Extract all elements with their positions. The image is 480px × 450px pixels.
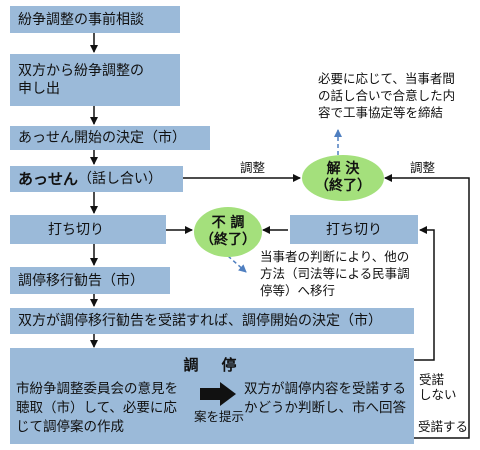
chotei-left-text: 市紛争調整委員会の意見を聴取（市）して、必要に応じて調停案の作成 xyxy=(16,381,178,435)
step-mediation: あっせん （話し合い） xyxy=(10,166,183,192)
step-cutoff-left: 打ち切り xyxy=(10,215,166,244)
step-mediation-decision: あっせん開始の決定（市） xyxy=(10,126,210,150)
not-accept-label: 受諾 しない xyxy=(419,372,457,402)
adjust-label-left: 調整 xyxy=(240,160,266,175)
step-application: 双方から紛争調整の 申し出 xyxy=(10,54,180,106)
step-mediation-decision-label: あっせん開始の決定（市） xyxy=(18,130,186,146)
transfer-note: 当事者の判断により、他の 方法（司法等による民事調 停等）へ移行 xyxy=(260,249,410,298)
step-cutoff-left-label: 打ち切り xyxy=(48,221,104,238)
resolved-ellipse: 解 決 （終了） xyxy=(302,155,384,201)
step-recommend-label: 調停移行勧告（市） xyxy=(18,272,144,289)
chotei-right-text: 双方が調停内容を受諾するかどうか判断し、市へ回答 xyxy=(244,381,406,416)
resolved-line2: （終了） xyxy=(315,178,371,194)
chotei-title: 調 停 xyxy=(183,356,241,374)
step-prior-consult-label: 紛争調整の事前相談 xyxy=(18,11,144,28)
step-recommend: 調停移行勧告（市） xyxy=(10,267,170,294)
dashed-arrow-to-transfer xyxy=(227,255,247,273)
step-cutoff-right: 打ち切り xyxy=(290,215,418,244)
step-mediation-bold: あっせん xyxy=(18,170,79,188)
step-prior-consult: 紛争調整の事前相談 xyxy=(10,6,180,33)
agreement-note: 必要に応じて、当事者間 の話し合いで合意した内 容で工事協定等を締結 xyxy=(318,71,456,120)
unresolved-line1: 不 調 xyxy=(211,215,245,231)
chotei-present-label: 案を提示 xyxy=(193,409,244,424)
chotei-box: 調 停 市紛争調整委員会の意見を聴取（市）して、必要に応じて調停案の作成 案を提… xyxy=(10,348,414,444)
unresolved-line2: （終了） xyxy=(200,232,256,248)
accept-label: 受諾する xyxy=(418,419,469,434)
step-cutoff-right-label: 打ち切り xyxy=(326,221,382,238)
right-arrow-icon xyxy=(200,382,236,406)
step-application-label: 双方から紛争調整の 申し出 xyxy=(18,63,144,97)
step-mediation-rest: （話し合い） xyxy=(78,171,163,187)
resolved-line1: 解 決 xyxy=(326,161,360,177)
step-accept-decision: 双方が調停移行勧告を受諾すれば、調停開始の決定（市） xyxy=(10,308,414,334)
step-accept-decision-label: 双方が調停移行勧告を受諾すれば、調停開始の決定（市） xyxy=(18,313,382,329)
unresolved-ellipse: 不 調 （終了） xyxy=(194,207,262,257)
adjust-label-right: 調整 xyxy=(410,160,436,175)
